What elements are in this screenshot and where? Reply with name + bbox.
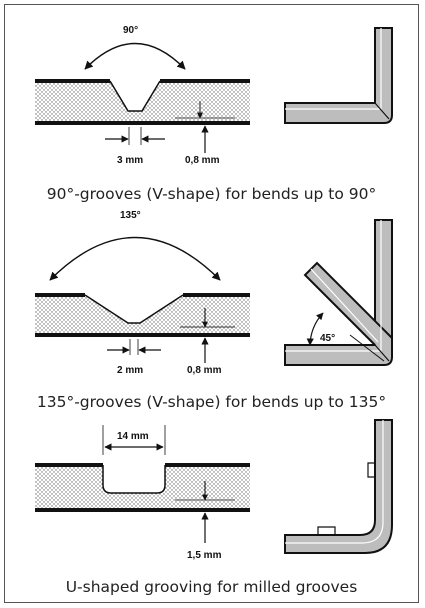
- angle-label: 135°: [120, 210, 141, 221]
- depth-label: 0,8 mm: [187, 365, 222, 376]
- groove-width-label: 3 mm: [117, 155, 143, 166]
- depth-label: 0,8 mm: [185, 155, 220, 166]
- angle-label: 90°: [123, 25, 138, 36]
- v-groove-135-cross-section: 135° 2 mm 0,8 mm: [35, 210, 250, 376]
- section-90-groove: 90° 3 mm 0,8 mm 90°-grooves (V-shape) fo…: [5, 5, 418, 205]
- bent-panel-u: [284, 419, 393, 554]
- section-u-groove: 14 mm 1,5 mm U-shaped grooving for mille…: [5, 415, 418, 604]
- bent-panel-135: 45°: [284, 219, 393, 366]
- section-135-groove: 135° 2 mm 0,8 mm 45° 135°-gr: [5, 205, 418, 415]
- caption-90-groove: 90°-grooves (V-shape) for bends up to 90…: [46, 185, 377, 203]
- bend-angle-label: 45°: [320, 333, 335, 344]
- groove-width-label: 14 mm: [117, 431, 149, 442]
- caption-u-groove: U-shaped grooving for milled grooves: [65, 578, 358, 596]
- bent-panel-90: [284, 27, 393, 124]
- v-groove-90-cross-section: 90° 3 mm 0,8 mm: [35, 25, 250, 166]
- caption-135-groove: 135°-grooves (V-shape) for bends up to 1…: [36, 393, 387, 411]
- depth-label: 1,5 mm: [187, 550, 222, 561]
- groove-width-label: 2 mm: [117, 365, 143, 376]
- u-groove-cross-section: 14 mm 1,5 mm: [35, 425, 250, 561]
- diagram-frame: 90° 3 mm 0,8 mm 90°-grooves (V-shape) fo…: [4, 4, 419, 603]
